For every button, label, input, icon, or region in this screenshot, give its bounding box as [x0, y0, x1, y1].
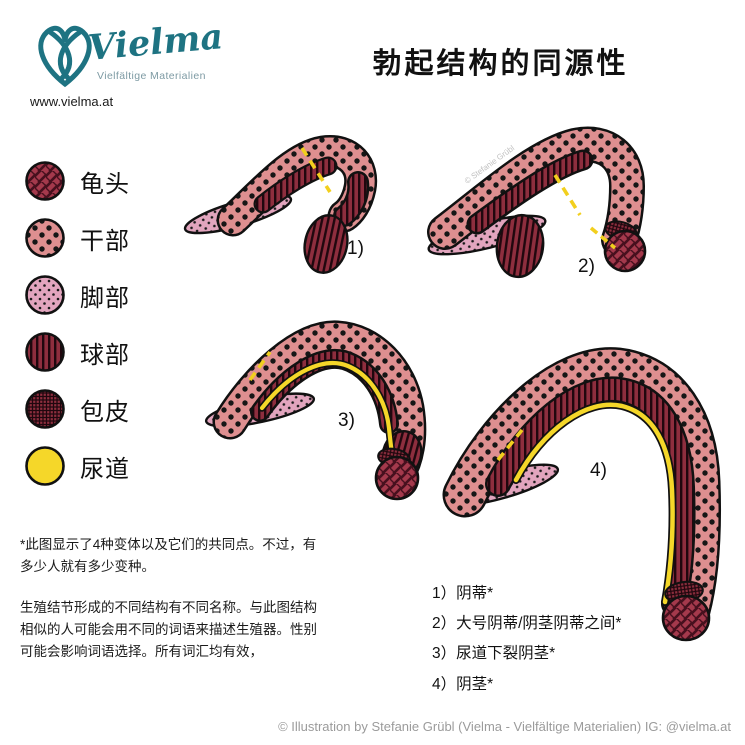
legend-swatch-shaft-icon: [25, 218, 65, 258]
legend-item-crura: 脚部: [24, 274, 130, 316]
legend-swatch-bulb-icon: [25, 332, 65, 372]
legend-swatch-urethra-icon: [25, 446, 65, 486]
legend-label-foreskin: 包皮: [80, 398, 130, 426]
vielma-heart-logo-icon: [38, 25, 92, 88]
figure-1-number: 1): [347, 238, 364, 259]
fig2-shaft: [427, 126, 646, 258]
legend-swatch-foreskin-icon: [25, 389, 65, 429]
legend-swatch-glans-icon: [25, 161, 65, 201]
legend-item-urethra: 尿道: [24, 445, 130, 487]
figure-3-number: 3): [338, 410, 355, 431]
legend-item-foreskin: 包皮: [24, 388, 130, 430]
page-title: 勃起结构的同源性: [372, 48, 629, 80]
variant-item-1: 1）阴蒂*: [432, 585, 494, 602]
fig1-bulb: [303, 214, 349, 274]
legend-item-shaft: 干部: [24, 217, 130, 259]
naming-footnote: 生殖结节形成的不同结构有不同名称。与此图结构相似的人可能会用不同的词语来描述生殖…: [20, 600, 317, 659]
pattern-legend: 龟头 干部 脚部 球部 包皮 尿道: [24, 160, 130, 487]
fig4-glans: [661, 594, 711, 642]
legend-swatch-crura-icon: [25, 275, 65, 315]
fig2-glans: [603, 229, 647, 273]
fig1-corpus-striped: [253, 156, 370, 227]
figure-2-inbetween-illustration: © Stefanie Grübl: [427, 126, 647, 279]
figure-4-penis-illustration: [442, 347, 722, 642]
fig2-urethra-dashed-upper: [553, 174, 582, 216]
legend-label-bulb: 球部: [80, 341, 130, 369]
logo-subtitle: Vielfältige Materialien: [97, 70, 206, 82]
fig1-urethra-dashed: [300, 147, 332, 193]
figure-4-number: 4): [590, 460, 607, 481]
legend-item-glans: 龟头: [24, 160, 130, 202]
logo-wordmark: Vielma: [86, 16, 225, 69]
fig2-urethra-dashed-lower: [589, 226, 617, 250]
fig2-bulb: [495, 213, 545, 279]
variants-footnote: *此图显示了4种变体以及它们的共同点。不过，有多少人就有多少变种。: [20, 537, 317, 574]
legend-item-bulb: 球部: [24, 331, 130, 373]
fig4-urethra-dashed: [496, 428, 524, 462]
legend-label-shaft: 干部: [80, 227, 130, 255]
copyright-line: © Illustration by Stefanie Grübl (Vielma…: [278, 719, 731, 734]
variant-list: 1）阴蒂* 2）大号阴蒂/阴茎阴蒂之间* 3）尿道下裂阴茎* 4）阴茎*: [432, 579, 621, 700]
figure-1-clitoris-illustration: [183, 135, 378, 274]
figure-2-number: 2): [578, 256, 595, 277]
variant-item-4: 4）阴茎*: [432, 675, 494, 693]
legend-label-crura: 脚部: [80, 284, 130, 312]
fig3-urethra-dashed: [248, 350, 272, 382]
fig4-shaft: [442, 347, 722, 633]
figure-3-hypospadias-illustration: [204, 320, 427, 501]
legend-label-urethra: 尿道: [80, 455, 130, 483]
fig4-urethra: [512, 400, 677, 606]
logo-url: www.vielma.at: [30, 94, 114, 109]
variant-item-3: 3）尿道下裂阴茎*: [432, 645, 556, 663]
fig2-corpus-striped: [466, 149, 594, 235]
fig3-glans: [374, 455, 420, 501]
legend-label-glans: 龟头: [80, 170, 130, 198]
fig4-corpus-striped: [485, 376, 696, 617]
variant-item-2: 2）大号阴蒂/阴茎阴蒂之间*: [432, 615, 622, 633]
